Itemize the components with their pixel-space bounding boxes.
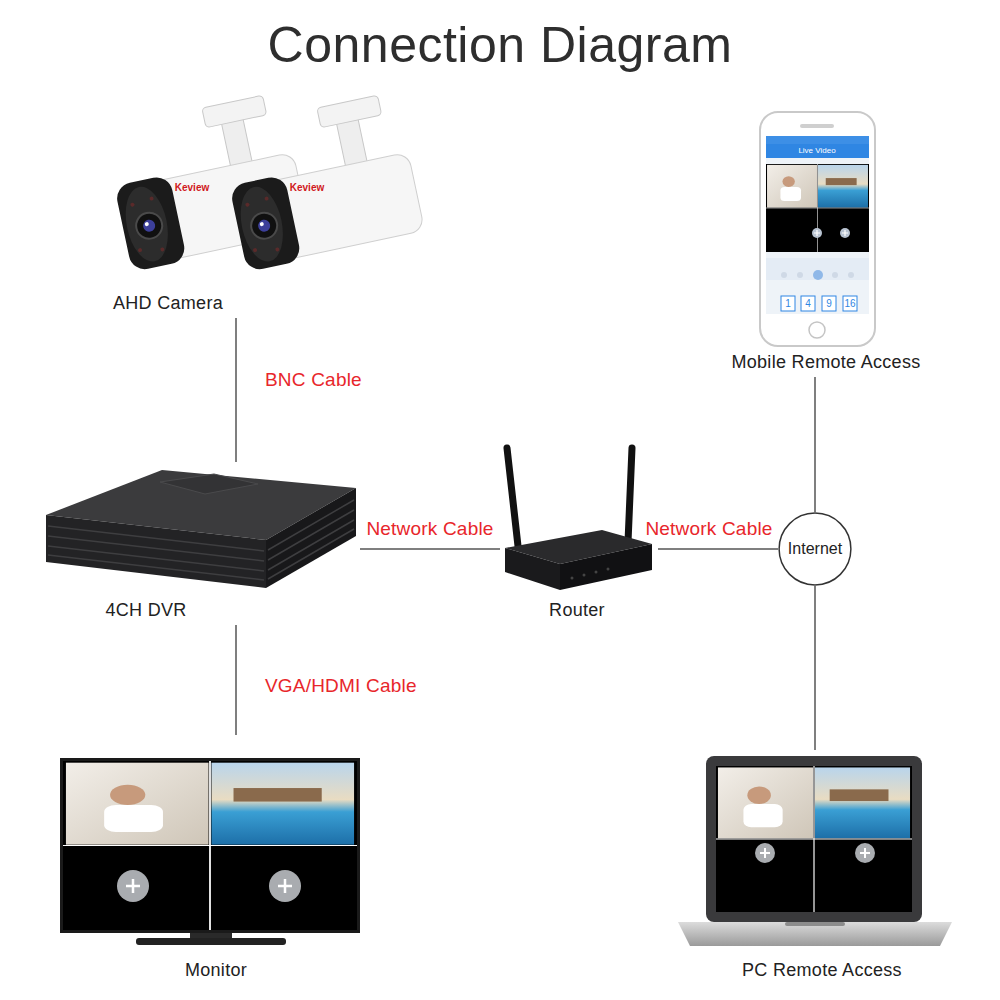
router-front: [505, 548, 560, 590]
home-button: [809, 322, 825, 338]
device-node: AHD Camera: [100, 135, 455, 318]
cable-line: [658, 548, 778, 550]
app-header: [766, 144, 869, 158]
device-caption: Router: [549, 600, 605, 625]
device-node: Mobile Remote Access: [715, 105, 935, 377]
laptop: [678, 756, 952, 946]
screen-text: Keview: [290, 183, 324, 193]
cable-line: [360, 548, 500, 550]
diagram-title: Connection Diagram: [0, 16, 1000, 74]
monitor-bezel: [60, 758, 360, 933]
cable-line: [814, 586, 816, 750]
antenna: [507, 448, 518, 546]
screen-text: 9: [826, 299, 832, 309]
router: [505, 448, 652, 590]
screen-text: 1: [785, 299, 791, 309]
device-node: PC Remote Access: [670, 750, 960, 985]
screen-text: 16: [844, 299, 855, 309]
device-caption: PC Remote Access: [742, 960, 902, 985]
phone-screen: [766, 136, 869, 314]
cable-label: BNC Cable: [262, 369, 365, 391]
laptop-lid: [706, 756, 922, 922]
device-caption: AHD Camera: [113, 293, 223, 318]
device-caption: Mobile Remote Access: [731, 352, 920, 377]
device-node: 4CH DVR: [40, 462, 360, 625]
cable-label: Network Cable: [642, 518, 775, 540]
monitor-base: [136, 938, 286, 945]
device-caption: 4CH DVR: [105, 600, 186, 625]
cable-line: [814, 377, 816, 512]
ahd-cameras: [102, 92, 425, 273]
router-side: [560, 544, 652, 590]
circle-label: Internet: [788, 540, 842, 558]
screen-text: Live Video: [798, 147, 835, 155]
monitor: [60, 758, 360, 945]
device-node: Router: [500, 440, 658, 625]
screen-text: 4: [805, 299, 811, 309]
cable-line: [235, 625, 237, 735]
antenna: [628, 448, 632, 542]
cable-label: Network Cable: [363, 518, 496, 540]
dvr-box: [46, 470, 356, 588]
cable-label: VGA/HDMI Cable: [262, 675, 420, 697]
screen-text: Keview: [175, 183, 209, 193]
smartphone: [760, 112, 875, 346]
phone-body: [760, 112, 875, 346]
dvr-top-panel: [160, 474, 258, 494]
internet-circle: Internet: [778, 512, 852, 586]
device-caption: Monitor: [185, 960, 247, 985]
cable-line: [235, 318, 237, 462]
dvr-side: [266, 488, 356, 588]
device-node: Monitor: [55, 735, 365, 985]
laptop-base: [678, 922, 952, 946]
circle-shape: [779, 513, 851, 585]
dvr-front: [46, 515, 266, 588]
